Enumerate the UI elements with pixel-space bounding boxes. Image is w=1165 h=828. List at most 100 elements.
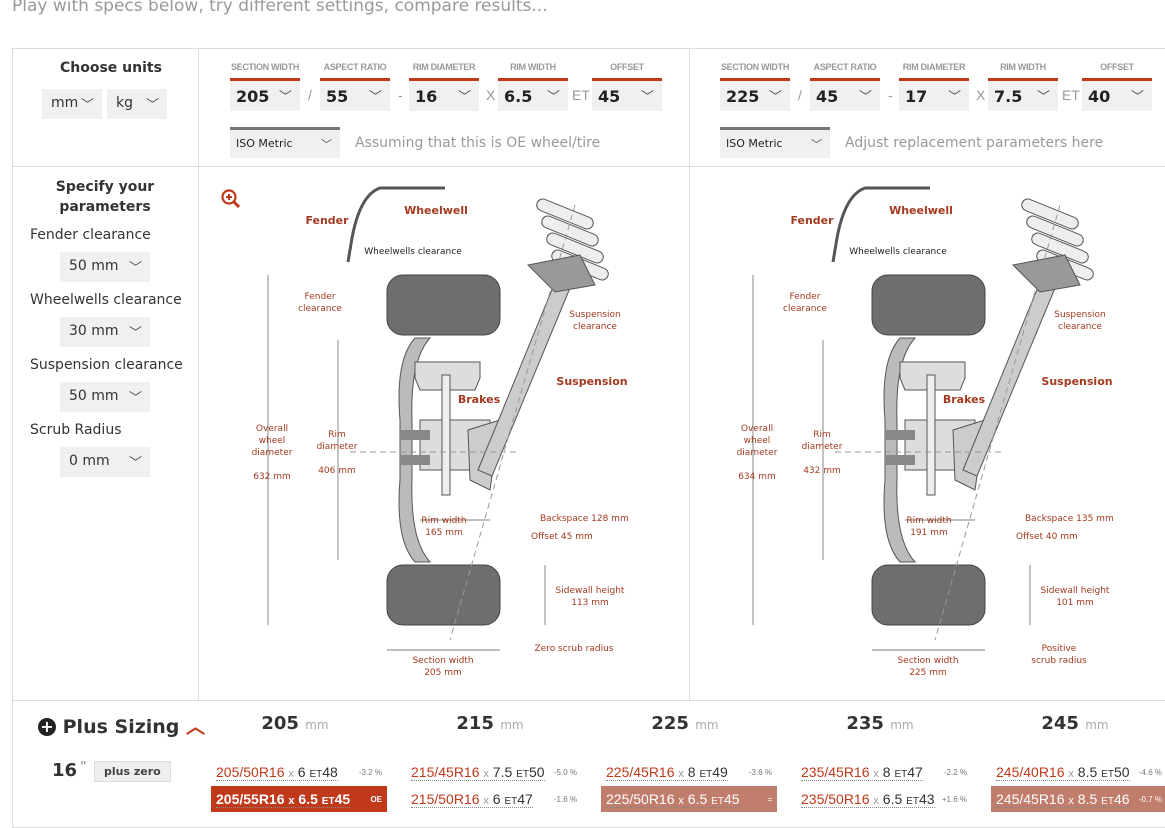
oe-offset-select[interactable]: 45﹀ <box>592 78 662 111</box>
separator: - <box>888 87 893 103</box>
diagram-label: 113 mm <box>571 598 609 608</box>
diagram-label: 406 mm <box>318 466 356 476</box>
units-title: Choose units <box>60 60 162 76</box>
width-column-header: 205 mm <box>261 713 329 734</box>
rim-width-label: RIM WIDTH <box>1000 62 1046 72</box>
intro-text: Play with specs below, try different set… <box>12 0 548 16</box>
oe-hint: Assuming that this is OE wheel/tire <box>355 135 601 151</box>
rep-rim-diameter-select[interactable]: 17﹀ <box>899 78 969 111</box>
fender-clearance-label: Fender clearance <box>30 227 151 243</box>
oe-rim-diameter-select[interactable]: 16﹀ <box>409 78 479 111</box>
oe-section-width-select[interactable]: 205﹀ <box>230 78 300 111</box>
diagram-label: Wheelwells clearance <box>364 247 462 257</box>
zoom-in-icon[interactable] <box>220 188 242 210</box>
diagram-label: Brakes <box>458 393 501 406</box>
size-option[interactable]: 235/50R16 x 6.5 ET43+1.6 % <box>801 790 967 808</box>
diagram-label: Suspension <box>556 375 627 388</box>
separator: / <box>308 87 312 103</box>
size-option[interactable]: 245/40R16 x 8.5 ET50-4.6 % <box>996 763 1162 781</box>
size-option[interactable]: 225/45R16 x 8 ET49-3.6 % <box>606 763 772 781</box>
diagram-label: Positive <box>1042 644 1077 654</box>
diagram-label: Brakes <box>943 393 986 406</box>
scrub-radius-select[interactable]: 0 mm﹀ <box>60 447 150 477</box>
size-option[interactable]: 245/45R16 x 8.5 ET46-0.7 % <box>991 786 1165 812</box>
diagram-label: Sidewall height <box>556 586 625 596</box>
diagram-label: diameter <box>252 448 293 458</box>
size-option[interactable]: 235/45R16 x 8 ET47-2.2 % <box>801 763 967 781</box>
diagram-label: 205 mm <box>424 668 462 678</box>
diagram-label: 225 mm <box>909 668 947 678</box>
fender-clearance-select[interactable]: 50 mm﹀ <box>60 252 150 282</box>
diagram-label: Fender <box>305 214 349 227</box>
diagram-label: Rim <box>328 430 346 440</box>
diagram-label: 101 mm <box>1056 598 1094 608</box>
diagram-label: Fender <box>790 292 821 302</box>
diagram-label: 632 mm <box>253 472 291 482</box>
offset-label: Offset 45 mm <box>531 532 593 542</box>
offset-label: OFFSET <box>610 62 644 72</box>
separator: ET <box>1062 87 1080 103</box>
suspension-clearance-select[interactable]: 50 mm﹀ <box>60 382 150 412</box>
diagram-label: clearance <box>783 304 827 314</box>
rim-diameter-label: RIM DIAMETER <box>412 62 476 72</box>
diagram-label: diameter <box>802 442 843 452</box>
diagram-label: Section width <box>412 656 473 666</box>
rim-diameter-label: RIM DIAMETER <box>902 62 966 72</box>
separator: / <box>798 87 802 103</box>
plus-sizing-toggle[interactable]: + Plus Sizing ︿ <box>38 712 205 739</box>
separator: X <box>976 87 986 103</box>
rep-rim-width-select[interactable]: 7.5﹀ <box>988 78 1058 111</box>
rep-aspect-ratio-select[interactable]: 45﹀ <box>810 78 880 111</box>
diagram-label: 432 mm <box>803 466 841 476</box>
diagram-label: Zero scrub radius <box>534 644 613 654</box>
oe-rim-width-select[interactable]: 6.5﹀ <box>498 78 568 111</box>
aspect-ratio-label: ASPECT RATIO <box>323 62 387 72</box>
diagram-label: Fender <box>790 214 834 227</box>
section-width-label: SECTION WIDTH <box>720 62 790 72</box>
size-option[interactable]: 215/45R16 x 7.5 ET50-5.0 % <box>411 763 577 781</box>
plus-zero-button[interactable]: plus zero <box>94 761 171 782</box>
diagram-label: diameter <box>317 442 358 452</box>
scrub-radius-label: Scrub Radius <box>30 422 122 438</box>
size-option[interactable]: 205/50R16 x 6 ET48-3.2 % <box>216 763 382 781</box>
section-width-label: SECTION WIDTH <box>230 62 300 72</box>
rim-width-label: RIM WIDTH <box>510 62 556 72</box>
rep-section-width-select[interactable]: 225﹀ <box>720 78 790 111</box>
width-column-header: 245 mm <box>1041 713 1109 734</box>
rep-hint: Adjust replacement parameters here <box>845 135 1104 151</box>
diagram-label: 165 mm <box>425 528 463 538</box>
diagram-label: Wheelwell <box>889 204 953 217</box>
oe-system-select[interactable]: ISO Metric﹀ <box>230 127 340 158</box>
diagram-label: Overall <box>741 424 773 434</box>
weight-unit-select[interactable]: kg﹀ <box>107 89 167 119</box>
rep-offset-select[interactable]: 40﹀ <box>1082 78 1152 111</box>
oe-aspect-ratio-select[interactable]: 55﹀ <box>320 78 390 111</box>
size-option[interactable]: 225/50R16 x 6.5 ET45= <box>601 786 777 812</box>
diagram-label: Rim width <box>906 516 951 526</box>
wheelwells-clearance-select[interactable]: 30 mm﹀ <box>60 317 150 347</box>
backspace-label: Backspace 135 mm <box>1025 514 1114 524</box>
diagram-label: Wheelwell <box>404 204 468 217</box>
diagram-label: Wheelwells clearance <box>849 247 947 257</box>
diagram-label: Overall <box>256 424 288 434</box>
wheelwells-clearance-label: Wheelwells clearance <box>30 292 182 308</box>
size-option[interactable]: 215/50R16 x 6 ET47-1.6 % <box>411 790 577 808</box>
rep-system-select[interactable]: ISO Metric﹀ <box>720 127 830 158</box>
length-unit-select[interactable]: mm﹀ <box>42 89 102 119</box>
backspace-label: Backspace 128 mm <box>540 514 629 524</box>
diagram-label: scrub radius <box>1031 656 1087 666</box>
diagram-label: clearance <box>573 322 617 332</box>
aspect-ratio-label: ASPECT RATIO <box>813 62 877 72</box>
diagram-label: Suspension <box>1041 375 1112 388</box>
diagram-label: wheel <box>744 436 771 446</box>
rim-size-label: 16" <box>52 759 87 781</box>
width-column-header: 235 mm <box>846 713 914 734</box>
diagram-label: 634 mm <box>738 472 776 482</box>
plus-circle-icon: + <box>38 718 56 736</box>
diagram-label: wheel <box>259 436 286 446</box>
